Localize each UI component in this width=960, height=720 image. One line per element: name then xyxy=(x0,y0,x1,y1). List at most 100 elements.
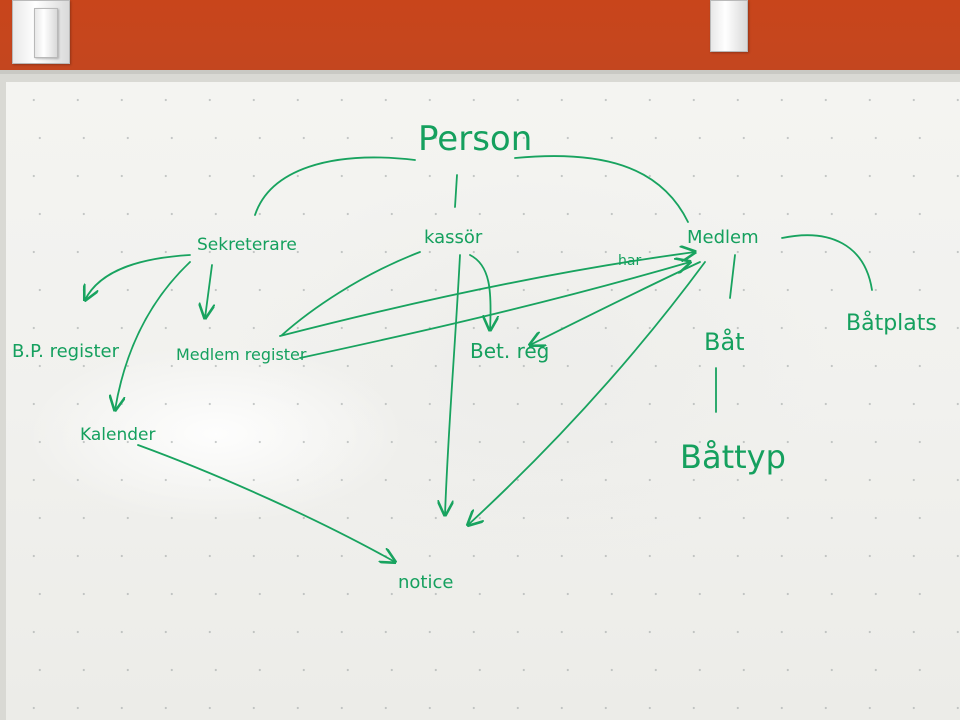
grid-dot xyxy=(560,402,563,406)
grid-dot xyxy=(956,250,959,254)
grid-dot xyxy=(742,668,745,672)
grid-dot xyxy=(566,668,569,672)
grid-dot xyxy=(214,212,217,216)
grid-dot xyxy=(170,440,173,444)
grid-dot xyxy=(120,326,123,330)
grid-dot xyxy=(472,478,475,482)
grid-dot xyxy=(698,516,701,520)
grid-dot xyxy=(82,288,85,292)
grid-dot xyxy=(742,440,745,444)
edge-label-har: har xyxy=(618,253,641,269)
grid-dot xyxy=(956,326,959,330)
grid-dot xyxy=(912,478,915,482)
grid-dot xyxy=(38,440,41,444)
grid-dot xyxy=(428,706,431,710)
grid-dot xyxy=(428,630,431,634)
grid-dot xyxy=(126,668,129,672)
grid-dot xyxy=(384,98,387,102)
node-battyp: Båttyp xyxy=(680,438,786,476)
grid-dot xyxy=(874,136,877,140)
grid-dot xyxy=(340,478,343,482)
grid-dot xyxy=(82,212,85,216)
edge-sekreterare-bp-register xyxy=(85,254,191,300)
grid-dot xyxy=(698,136,701,140)
node-medlem-register: Medlem register xyxy=(176,345,307,364)
grid-dot xyxy=(742,364,745,368)
grid-dot xyxy=(610,516,613,520)
grid-dot xyxy=(786,212,789,216)
grid-dot xyxy=(346,592,349,596)
grid-dot xyxy=(956,478,959,482)
grid-dot xyxy=(32,98,35,102)
grid-dot xyxy=(434,136,437,140)
grid-dot xyxy=(610,288,613,292)
grid-dot xyxy=(604,706,607,710)
grid-dot xyxy=(780,174,783,178)
grid-dot xyxy=(434,668,437,672)
grid-dot xyxy=(648,402,651,406)
grid-dot xyxy=(434,516,437,520)
grid-dot xyxy=(692,326,695,330)
grid-dot xyxy=(390,516,393,520)
grid-dot xyxy=(302,516,305,520)
grid-dot xyxy=(32,554,35,558)
grid-dot xyxy=(478,668,481,672)
grid-dot xyxy=(478,364,481,368)
grid-dot xyxy=(566,212,569,216)
grid-dot xyxy=(170,288,173,292)
grid-dot xyxy=(874,516,877,520)
grid-dot xyxy=(384,478,387,482)
grid-dot xyxy=(830,440,833,444)
grid-dot xyxy=(434,212,437,216)
grid-dot xyxy=(654,516,657,520)
grid-dot xyxy=(164,402,167,406)
grid-dot xyxy=(648,250,651,254)
grid-dot xyxy=(912,98,915,102)
grid-dot xyxy=(390,440,393,444)
grid-dot xyxy=(258,440,261,444)
grid-dot xyxy=(390,668,393,672)
grid-dot xyxy=(604,402,607,406)
grid-dot xyxy=(170,592,173,596)
grid-dot xyxy=(38,136,41,140)
grid-dot xyxy=(208,174,211,178)
grid-dot xyxy=(830,288,833,292)
grid-dot xyxy=(340,706,343,710)
grid-dot xyxy=(296,174,299,178)
grid-dot xyxy=(654,288,657,292)
grid-dot xyxy=(648,326,651,330)
grid-dot xyxy=(38,364,41,368)
grid-dot xyxy=(32,478,35,482)
grid-dot xyxy=(824,630,827,634)
grid-dot xyxy=(874,668,877,672)
grid-dot xyxy=(918,516,921,520)
grid-dot xyxy=(786,668,789,672)
grid-dot xyxy=(340,402,343,406)
grid-dot xyxy=(692,98,695,102)
grid-dot xyxy=(648,706,651,710)
grid-dot xyxy=(252,706,255,710)
edge-kassor-bet-reg xyxy=(469,254,491,330)
grid-dot xyxy=(956,554,959,558)
grid-dot xyxy=(736,250,739,254)
grid-dot xyxy=(610,364,613,368)
grid-dot xyxy=(874,364,877,368)
wall-bracket-left-tab xyxy=(34,8,58,58)
grid-dot xyxy=(76,554,79,558)
grid-dot xyxy=(76,402,79,406)
grid-dot xyxy=(736,174,739,178)
grid-dot xyxy=(32,326,35,330)
grid-dot xyxy=(692,478,695,482)
grid-dot xyxy=(610,136,613,140)
grid-dot xyxy=(296,250,299,254)
grid-dot xyxy=(698,592,701,596)
grid-dot xyxy=(648,98,651,102)
grid-dot xyxy=(258,668,261,672)
grid-dot xyxy=(830,516,833,520)
grid-dot xyxy=(126,136,129,140)
grid-dot xyxy=(918,592,921,596)
grid-dot xyxy=(516,174,519,178)
grid-dot xyxy=(302,364,305,368)
grid-dot xyxy=(434,440,437,444)
